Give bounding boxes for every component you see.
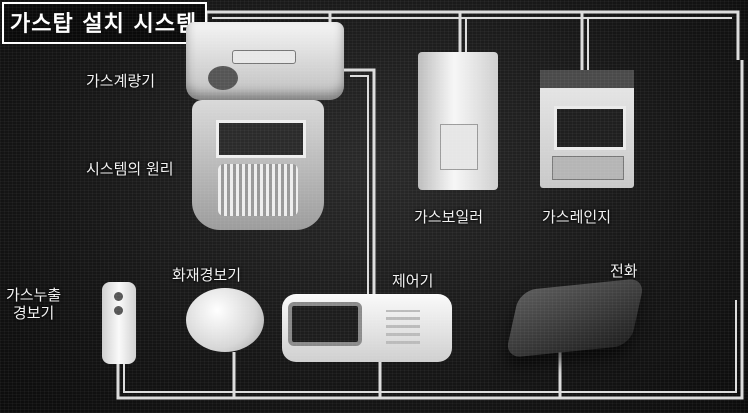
- gas-boiler: [418, 52, 498, 190]
- label-gas-range: 가스레인지: [542, 208, 612, 226]
- pipe-meter-controller: [344, 68, 376, 300]
- range-drawer: [552, 156, 624, 180]
- pipe-top: [206, 10, 740, 60]
- controller-unit: [282, 294, 452, 362]
- label-gas-boiler: 가스보일러: [414, 208, 484, 226]
- gas-meter-body: [192, 100, 324, 230]
- page-title: 가스탑 설치 시스템: [2, 2, 208, 44]
- range-knobs: [540, 70, 634, 88]
- controller-keypad: [386, 310, 420, 344]
- label-gas-leak-detector: 가스누출 경보기: [6, 286, 61, 322]
- meter-vent: [218, 164, 298, 216]
- gas-leak-detector: [102, 282, 136, 364]
- label-controller: 제어기: [392, 272, 434, 290]
- range-oven-window: [554, 106, 626, 150]
- detector-led-icon: [114, 306, 123, 315]
- controller-screen: [288, 302, 362, 346]
- meter-dial: [216, 120, 306, 158]
- pipe-bottom-2: [123, 300, 737, 393]
- pipe-bottom: [116, 300, 744, 400]
- gas-meter-valve: [186, 22, 344, 100]
- gas-range: [540, 70, 634, 188]
- pipe-meter-controller-2: [350, 75, 369, 300]
- label-phone: 전화: [610, 262, 638, 280]
- label-gas-leak-line2: 경보기: [12, 304, 55, 322]
- label-system-principle: 시스템의 원리: [86, 160, 174, 178]
- boiler-panel: [440, 124, 478, 170]
- fire-alarm: [186, 288, 264, 352]
- meter-brand-plate: [232, 50, 296, 64]
- detector-led-icon: [114, 292, 123, 301]
- label-fire-alarm: 화재경보기: [172, 266, 242, 284]
- meter-knob: [208, 66, 238, 90]
- label-gas-leak-line1: 가스누출: [6, 286, 62, 304]
- label-gas-meter: 가스계량기: [86, 72, 156, 90]
